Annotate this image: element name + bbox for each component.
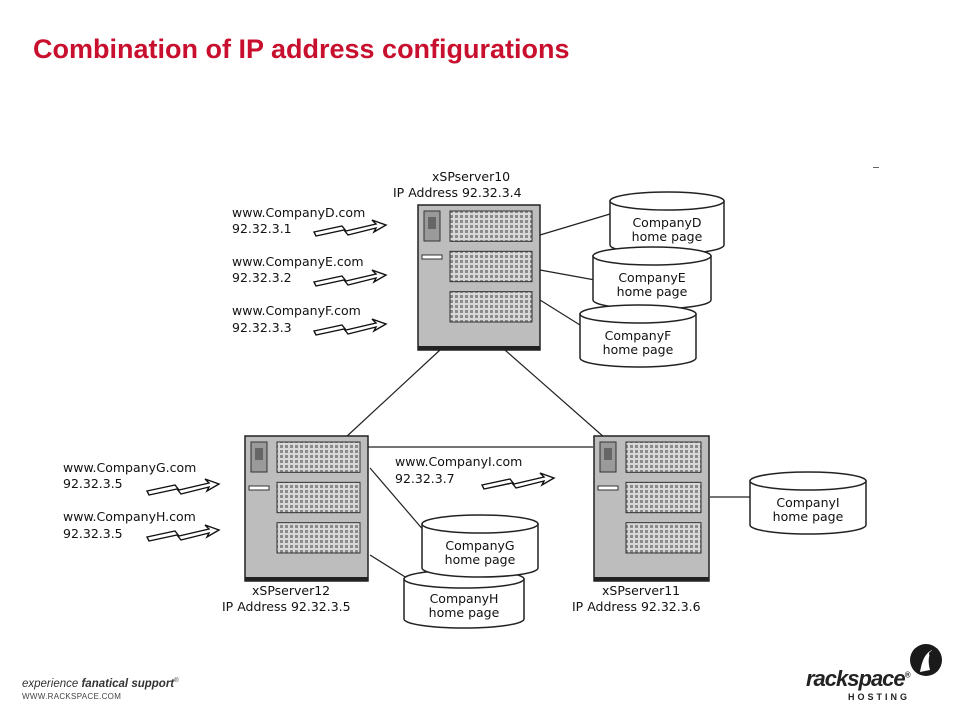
- db-top: [579, 304, 697, 324]
- server12-name: xSPserver12: [252, 583, 330, 598]
- server-bay: [449, 250, 533, 283]
- domain-label: www.CompanyE.com: [232, 254, 364, 269]
- page-title: Combination of IP address configurations: [33, 34, 570, 64]
- footer-tagline: experience fanatical support®: [22, 678, 179, 690]
- domain-label: www.CompanyI.com: [395, 454, 522, 469]
- server-12: [244, 435, 369, 582]
- domain-label: www.CompanyF.com: [232, 303, 361, 318]
- db-subtitle: home page: [632, 229, 703, 244]
- server-11: [593, 435, 710, 582]
- server11-name: xSPserver11: [602, 583, 680, 598]
- tagline-mark: ®: [174, 678, 179, 685]
- server-bay: [276, 522, 361, 554]
- domain-ip: 92.32.3.1: [232, 221, 292, 236]
- stray-dash: [873, 167, 879, 168]
- db-name: CompanyI: [776, 495, 839, 510]
- server-base: [594, 577, 709, 581]
- server-led: [428, 217, 436, 229]
- server11-ip: IP Address 92.32.3.6: [572, 599, 701, 614]
- db-body: [403, 578, 525, 629]
- db-name: CompanyD: [632, 215, 701, 230]
- logo-wordmark: rackspace®: [806, 666, 911, 692]
- server-bay: [449, 210, 533, 242]
- server10-ip: IP Address 92.32.3.4: [393, 185, 522, 200]
- footer-website[interactable]: WWW.RACKSPACE.COM: [22, 692, 122, 701]
- db-top: [609, 191, 725, 211]
- tagline-bold: fanatical support: [81, 678, 175, 690]
- lightning-arrow-icon: [145, 524, 221, 542]
- server-bay: [625, 481, 702, 514]
- lightning-arrow-icon: [145, 478, 221, 496]
- logo-reg: ®: [904, 670, 911, 680]
- server-slot: [248, 485, 270, 491]
- domain-ip: 92.32.3.5: [63, 476, 123, 491]
- lightning-arrow-icon: [480, 472, 556, 490]
- domain-ip: 92.32.3.5: [63, 526, 123, 541]
- link-10-dbD: [539, 213, 611, 236]
- domain-label: www.CompanyG.com: [63, 460, 196, 475]
- db-top: [749, 471, 867, 491]
- logo-word: rackspace: [806, 666, 906, 691]
- domain-ip: 92.32.3.2: [232, 270, 292, 285]
- db-top: [421, 514, 539, 534]
- db-subtitle: home page: [773, 509, 844, 524]
- server-10: [417, 204, 541, 351]
- db-body: [421, 523, 539, 578]
- db-subtitle: home page: [445, 552, 516, 567]
- lightning-arrow-icon: [312, 269, 388, 287]
- db-body: [749, 480, 867, 535]
- rackspace-mark-icon: [910, 644, 942, 676]
- server-base: [245, 577, 368, 581]
- tagline-prefix: experience: [22, 678, 82, 690]
- db-subtitle: home page: [429, 605, 500, 620]
- rackspace-logo: rackspace® HOSTING: [806, 642, 946, 702]
- domain-ip: 92.32.3.3: [232, 320, 292, 335]
- db-body: [579, 313, 697, 368]
- db-name: CompanyF: [605, 328, 672, 343]
- server-led: [255, 448, 263, 460]
- lightning-arrow-icon: [312, 318, 388, 336]
- network-links: [344, 213, 750, 581]
- db-subtitle: home page: [617, 284, 688, 299]
- link-12-dbG: [369, 467, 426, 533]
- logo-hosting: HOSTING: [848, 692, 911, 702]
- domain-label: www.CompanyH.com: [63, 509, 196, 524]
- server-bay: [625, 522, 702, 554]
- footer-tagline-block: experience fanatical support® WWW.RACKSP…: [22, 678, 179, 701]
- db-name: CompanyE: [618, 270, 685, 285]
- server-base: [418, 346, 540, 350]
- connection-bolts: [145, 219, 556, 542]
- domain-ip: 92.32.3.7: [395, 471, 455, 486]
- lightning-arrow-icon: [312, 219, 388, 237]
- server-bay: [276, 481, 361, 514]
- server-slot: [421, 254, 443, 260]
- server-led: [604, 448, 612, 460]
- db-top: [592, 246, 712, 266]
- link-12-dbH: [369, 554, 411, 581]
- server-bay: [449, 291, 533, 323]
- server-bay: [276, 441, 361, 473]
- link-10-12: [344, 349, 441, 439]
- server12-ip: IP Address 92.32.3.5: [222, 599, 351, 614]
- link-10-dbE: [539, 269, 596, 281]
- server10-name: xSPserver10: [432, 169, 510, 184]
- link-10-11: [504, 349, 606, 439]
- domain-label: www.CompanyD.com: [232, 205, 365, 220]
- db-subtitle: home page: [603, 342, 674, 357]
- server-slot: [597, 485, 619, 491]
- db-name: CompanyH: [430, 591, 499, 606]
- db-name: CompanyG: [445, 538, 514, 553]
- server-bay: [625, 441, 702, 473]
- link-10-dbF: [539, 299, 581, 326]
